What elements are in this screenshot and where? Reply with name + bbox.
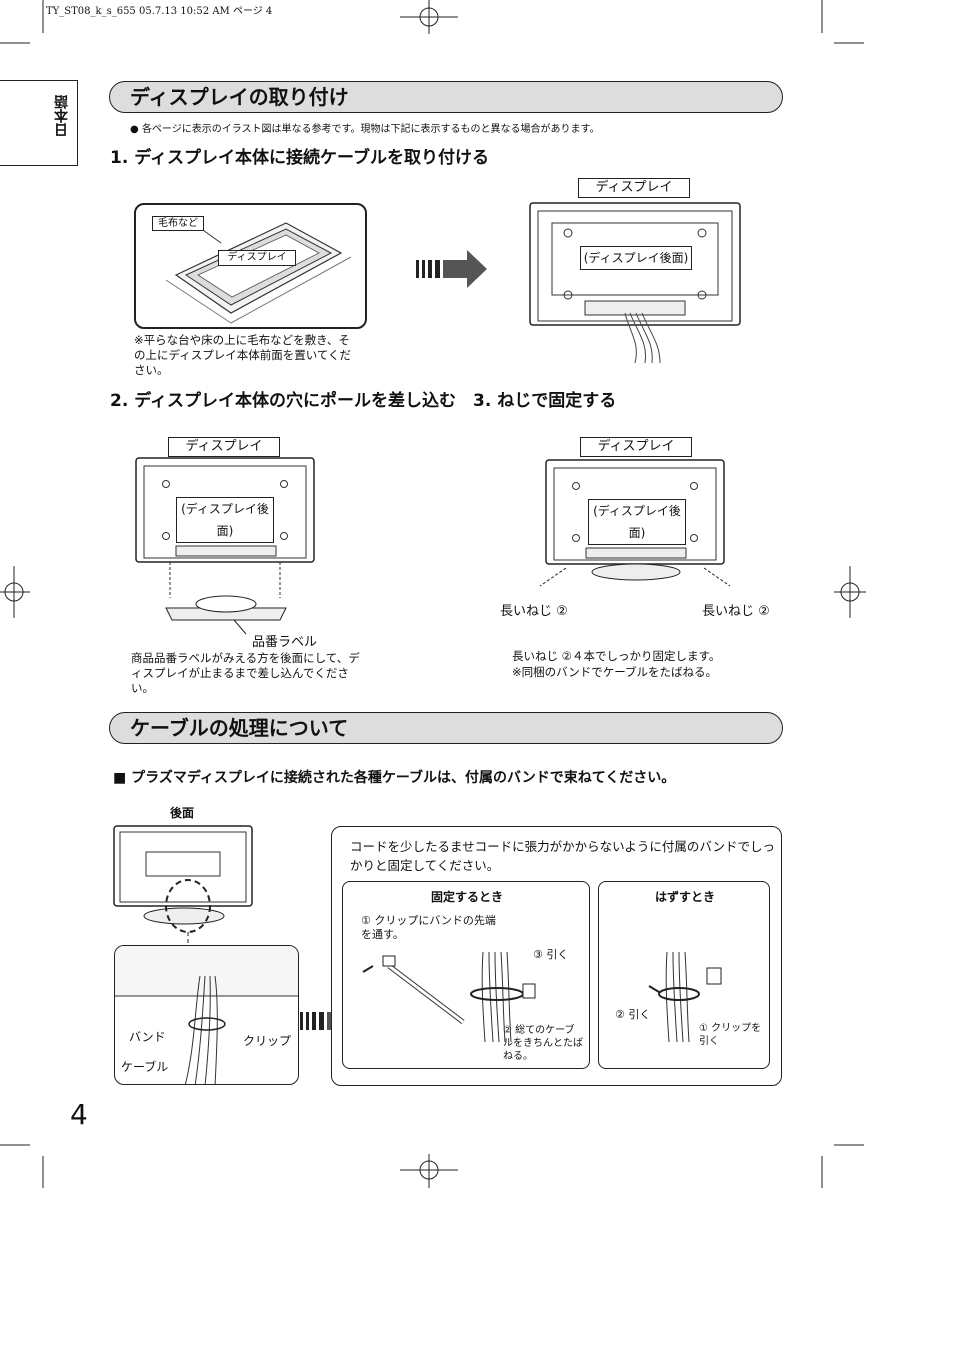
cable-label: ケーブル: [121, 1060, 169, 1074]
blanket-note: ※平らな台や床の上に毛布などを敷き、その上にディスプレイ本体前面を置いてください…: [134, 333, 352, 377]
cable-zoom-illustration: [115, 946, 298, 1084]
display-rear-illustration-2: [135, 457, 315, 635]
fix-step3: ③ 引く: [533, 948, 569, 961]
step2-heading: 2. ディスプレイ本体の穴にポールを差し込む 3. ねじで固定する: [110, 391, 617, 411]
fix-subpanel: 固定するとき ① クリップにバンドの先端を通す。 ③ 引く ② 総てのケーブルを…: [342, 881, 590, 1069]
panel-instruction-text: コードを少したるませコードに張力がかからないように付属のバンドでしっかりと固定し…: [350, 839, 776, 873]
display-rear-illustration-1: [529, 202, 741, 364]
section-title-mounting: ディスプレイの取り付け: [109, 81, 783, 113]
blanket-label: 毛布など: [152, 216, 204, 231]
remove-step2: ② 引く: [615, 1008, 651, 1021]
fig3-rear-label: (ディスプレイ後面): [176, 497, 274, 543]
fig4-note1: 長いねじ ②４本でしっかり固定します。: [512, 649, 721, 663]
fig2-rear-label: (ディスプレイ後面): [580, 246, 692, 270]
band-release-illustration: [648, 951, 722, 1043]
fig3-note: 商品品番ラベルがみえる方を後面にして、ディスプレイが止まるまで差し込んでください…: [131, 651, 360, 695]
fig3-display-label: ディスプレイ: [168, 437, 280, 457]
fix-step1: ① クリップにバンドの先端を通す。: [361, 914, 496, 941]
screw-right-label: 長いねじ ②: [702, 604, 770, 619]
band-clip-illustration: [362, 951, 536, 1043]
fig2-display-label: ディスプレイ: [578, 178, 690, 198]
cable-instruction-panel: コードを少したるませコードに張力がかからないように付属のバンドでしっかりと固定し…: [331, 826, 782, 1086]
right-arrow-icon: [416, 250, 487, 288]
cable-intro: ■ プラズマディスプレイに接続された各種ケーブルは、付属のバンドで束ねてください…: [113, 770, 676, 786]
figure-display-on-blanket: 毛布など ディスプレイ: [134, 203, 367, 329]
remove-subpanel: はずすとき ② 引く ① クリップを引く: [598, 881, 770, 1069]
fig4-note2: ※同梱のバンドでケーブルをたばねる。: [512, 665, 718, 679]
band-label: バンド: [129, 1030, 166, 1044]
screw-left-label: 長いねじ ②: [500, 604, 568, 619]
page-number: 4: [70, 1098, 88, 1131]
remove-title: はずすとき: [654, 890, 715, 904]
clip-label: クリップ: [243, 1034, 292, 1048]
bullet-note: ● 各ページに表示のイラスト図は単なる参考です。現物は下記に表示するものと異なる…: [130, 124, 600, 135]
fig4-rear-label: (ディスプレイ後面): [588, 499, 686, 545]
cable-zoom-figure: バンド クリップ ケーブル: [114, 945, 299, 1085]
language-side-tab: 日本語: [0, 80, 78, 166]
section-title-cables: ケーブルの処理について: [109, 712, 783, 744]
fig4-display-label: ディスプレイ: [580, 437, 692, 457]
remove-step1: ① クリップを引く: [699, 1023, 762, 1047]
model-label-text: 品番ラベル: [252, 635, 318, 650]
step1-heading: 1. ディスプレイ本体に接続ケーブルを取り付ける: [110, 148, 489, 168]
print-info: TY_ST08_k_s_655 05.7.13 10:52 AM ページ 4: [46, 6, 273, 17]
rear-label: 後面: [170, 806, 195, 820]
fix-step2: ② 総てのケーブルをきちんとたばねる。: [503, 1025, 583, 1062]
fix-title: 固定するとき: [430, 890, 503, 904]
display-label-small: ディスプレイ: [218, 250, 296, 266]
display-rear-small-illustration: [113, 825, 253, 944]
side-tab-text: 日本語: [54, 95, 70, 137]
